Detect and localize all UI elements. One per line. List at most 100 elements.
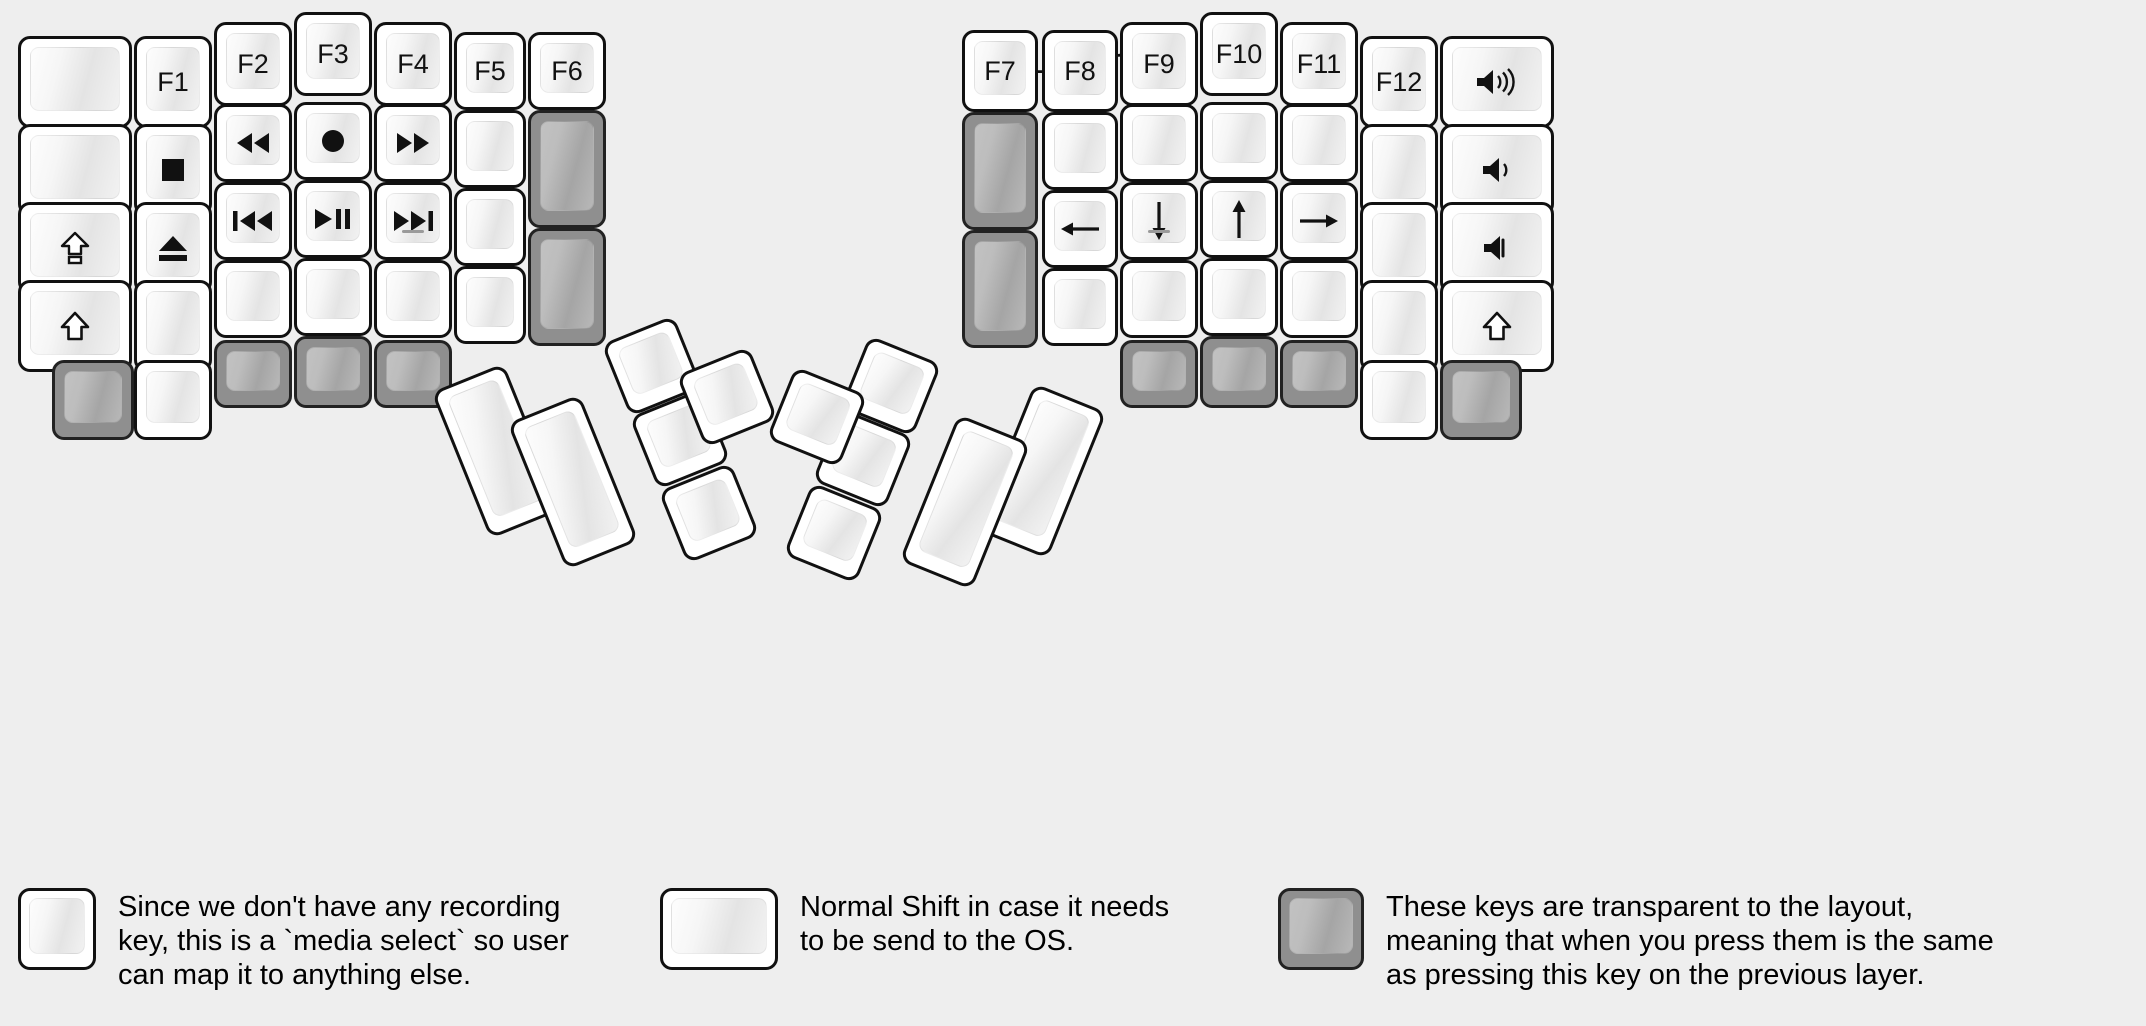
keycap-r-c1-r2[interactable] — [962, 112, 1038, 230]
keycap-r-c3-r5[interactable] — [1120, 340, 1198, 408]
keycap-surface — [226, 271, 280, 321]
keycap-r-c3-r2[interactable] — [1120, 104, 1198, 182]
keycap-f8[interactable]: F8 — [1042, 30, 1118, 112]
keycap-r-c6-r4[interactable] — [1360, 280, 1438, 372]
keycap-r-c1-r3[interactable] — [962, 230, 1038, 348]
keycap-surface — [1292, 115, 1346, 165]
keycap-arrow-right-icon[interactable] — [1280, 182, 1358, 260]
keycap-l-c2-r5[interactable] — [134, 360, 212, 440]
arrow-down-icon — [1147, 200, 1171, 242]
keycap-record-dot-icon[interactable] — [294, 102, 372, 180]
keycap-r-c4-r4[interactable] — [1200, 258, 1278, 336]
keycap-surface — [386, 271, 440, 321]
keycap-f9[interactable]: F9 — [1120, 22, 1198, 106]
keycap-fastforward-icon[interactable] — [374, 104, 452, 182]
keycap-l-c4-r5[interactable] — [294, 336, 372, 408]
keycap-r-c6-r5[interactable] — [1360, 360, 1438, 440]
keycap-surface — [974, 241, 1026, 331]
keycap-next-track-icon[interactable] — [374, 182, 452, 260]
record-dot-icon — [319, 127, 347, 155]
keycap-prev-track-icon[interactable] — [214, 182, 292, 260]
keycap-surface — [29, 898, 85, 954]
keycap-surface — [783, 380, 853, 448]
keycap-r-c5-r2[interactable] — [1280, 104, 1358, 182]
legend-description: These keys are transparent to the layout… — [1386, 891, 1994, 992]
keycap-f12[interactable]: F12 — [1360, 36, 1438, 128]
keycap-shift-arrow-icon[interactable] — [18, 280, 132, 372]
homing-bar-indicator — [1148, 230, 1170, 233]
keycap-f2[interactable]: F2 — [214, 22, 292, 106]
keycap-play-pause-icon[interactable] — [294, 180, 372, 258]
keycap-r-c6-r2[interactable] — [1360, 124, 1438, 216]
keycap-surface — [64, 371, 122, 423]
keycap-surface — [522, 408, 622, 550]
keycap-surface — [386, 115, 440, 165]
keycap-r-c5-r5[interactable] — [1280, 340, 1358, 408]
keycap-l-c6-r2[interactable] — [454, 110, 526, 188]
keycap-surface — [226, 351, 280, 391]
keycap-f4[interactable]: F4 — [374, 22, 452, 106]
keycap-l-c7-r3[interactable] — [528, 228, 606, 346]
arrow-left-icon — [1059, 217, 1101, 241]
keycap-r-c4-r5[interactable] — [1200, 336, 1278, 408]
keycap-surface — [1292, 193, 1346, 243]
keycap-l-c1-r2[interactable] — [18, 124, 132, 216]
keycap-f6[interactable]: F6 — [528, 32, 606, 110]
keycap-r-c7-r5[interactable] — [1440, 360, 1522, 440]
keycap-surface — [1372, 213, 1426, 277]
keycap-l-c1-r5[interactable] — [52, 360, 134, 440]
keycap-r-c2-r2[interactable] — [1042, 112, 1118, 190]
keycap-rewind-icon[interactable] — [214, 104, 292, 182]
keycap-surface — [1292, 33, 1346, 89]
capslock-icon — [60, 231, 90, 265]
keycap-surface — [146, 371, 200, 423]
keycap-f11[interactable]: F11 — [1280, 22, 1358, 106]
keycap-l-c3-r4[interactable] — [214, 260, 292, 338]
keycap-l-c4-r4[interactable] — [294, 258, 372, 336]
keycap-r-c3-r4[interactable] — [1120, 260, 1198, 338]
keycap-surface — [540, 239, 594, 329]
keycap-r-c2-r4[interactable] — [1042, 268, 1118, 346]
keycap-f3[interactable]: F3 — [294, 12, 372, 96]
legend-item: These keys are transparent to the layout… — [1278, 888, 1994, 993]
keycap-r-c4-r2[interactable] — [1200, 102, 1278, 180]
keycap-surface — [306, 269, 360, 319]
keycap-l-c1-r1[interactable] — [18, 36, 132, 128]
keycap-arrow-up-icon[interactable] — [1200, 180, 1278, 258]
keycap-label: F2 — [237, 48, 269, 79]
keycap-surface — [1452, 47, 1542, 111]
keycap-surface — [800, 496, 870, 564]
keycap-arrow-left-icon[interactable] — [1042, 190, 1118, 268]
keycap-surface — [146, 291, 200, 355]
keycap-volume-down-icon[interactable] — [1440, 124, 1554, 216]
keycap-l-c7-r2[interactable] — [528, 110, 606, 228]
keycap-surface — [1292, 271, 1346, 321]
keycap-l-c5-r4[interactable] — [374, 260, 452, 338]
keycap-r-c5-r4[interactable] — [1280, 260, 1358, 338]
keycap-capslock-icon[interactable] — [18, 202, 132, 294]
keycap-arrow-down-icon[interactable] — [1120, 182, 1198, 260]
legend-item: Normal Shift in case it needs to be send… — [660, 888, 1169, 970]
keycap-stop-icon[interactable] — [134, 124, 212, 216]
keycap-l-c2-r4[interactable] — [134, 280, 212, 372]
play-pause-icon — [313, 207, 353, 231]
keycap-f7[interactable]: F7 — [962, 30, 1038, 112]
keycap-l-c6-r4[interactable] — [454, 266, 526, 344]
keycap-shift-arrow-icon[interactable] — [1440, 280, 1554, 372]
keycap-volume-up-icon[interactable] — [1440, 36, 1554, 128]
keycap-f5[interactable]: F5 — [454, 32, 526, 110]
keycap-surface — [540, 121, 594, 211]
rewind-icon — [234, 131, 272, 155]
keycap-f10[interactable]: F10 — [1200, 12, 1278, 96]
keycap-l-c3-r5[interactable] — [214, 340, 292, 408]
keycap-l-c6-r3[interactable] — [454, 188, 526, 266]
keycap-surface — [1372, 47, 1426, 111]
keycap-surface — [146, 47, 200, 111]
keycap-r-c6-r3[interactable] — [1360, 202, 1438, 294]
keycap-surface — [671, 898, 767, 954]
keycap-f1[interactable]: F1 — [134, 36, 212, 128]
keycap-surface — [466, 121, 514, 171]
keycap-surface — [30, 135, 120, 199]
keycap-surface — [466, 199, 514, 249]
